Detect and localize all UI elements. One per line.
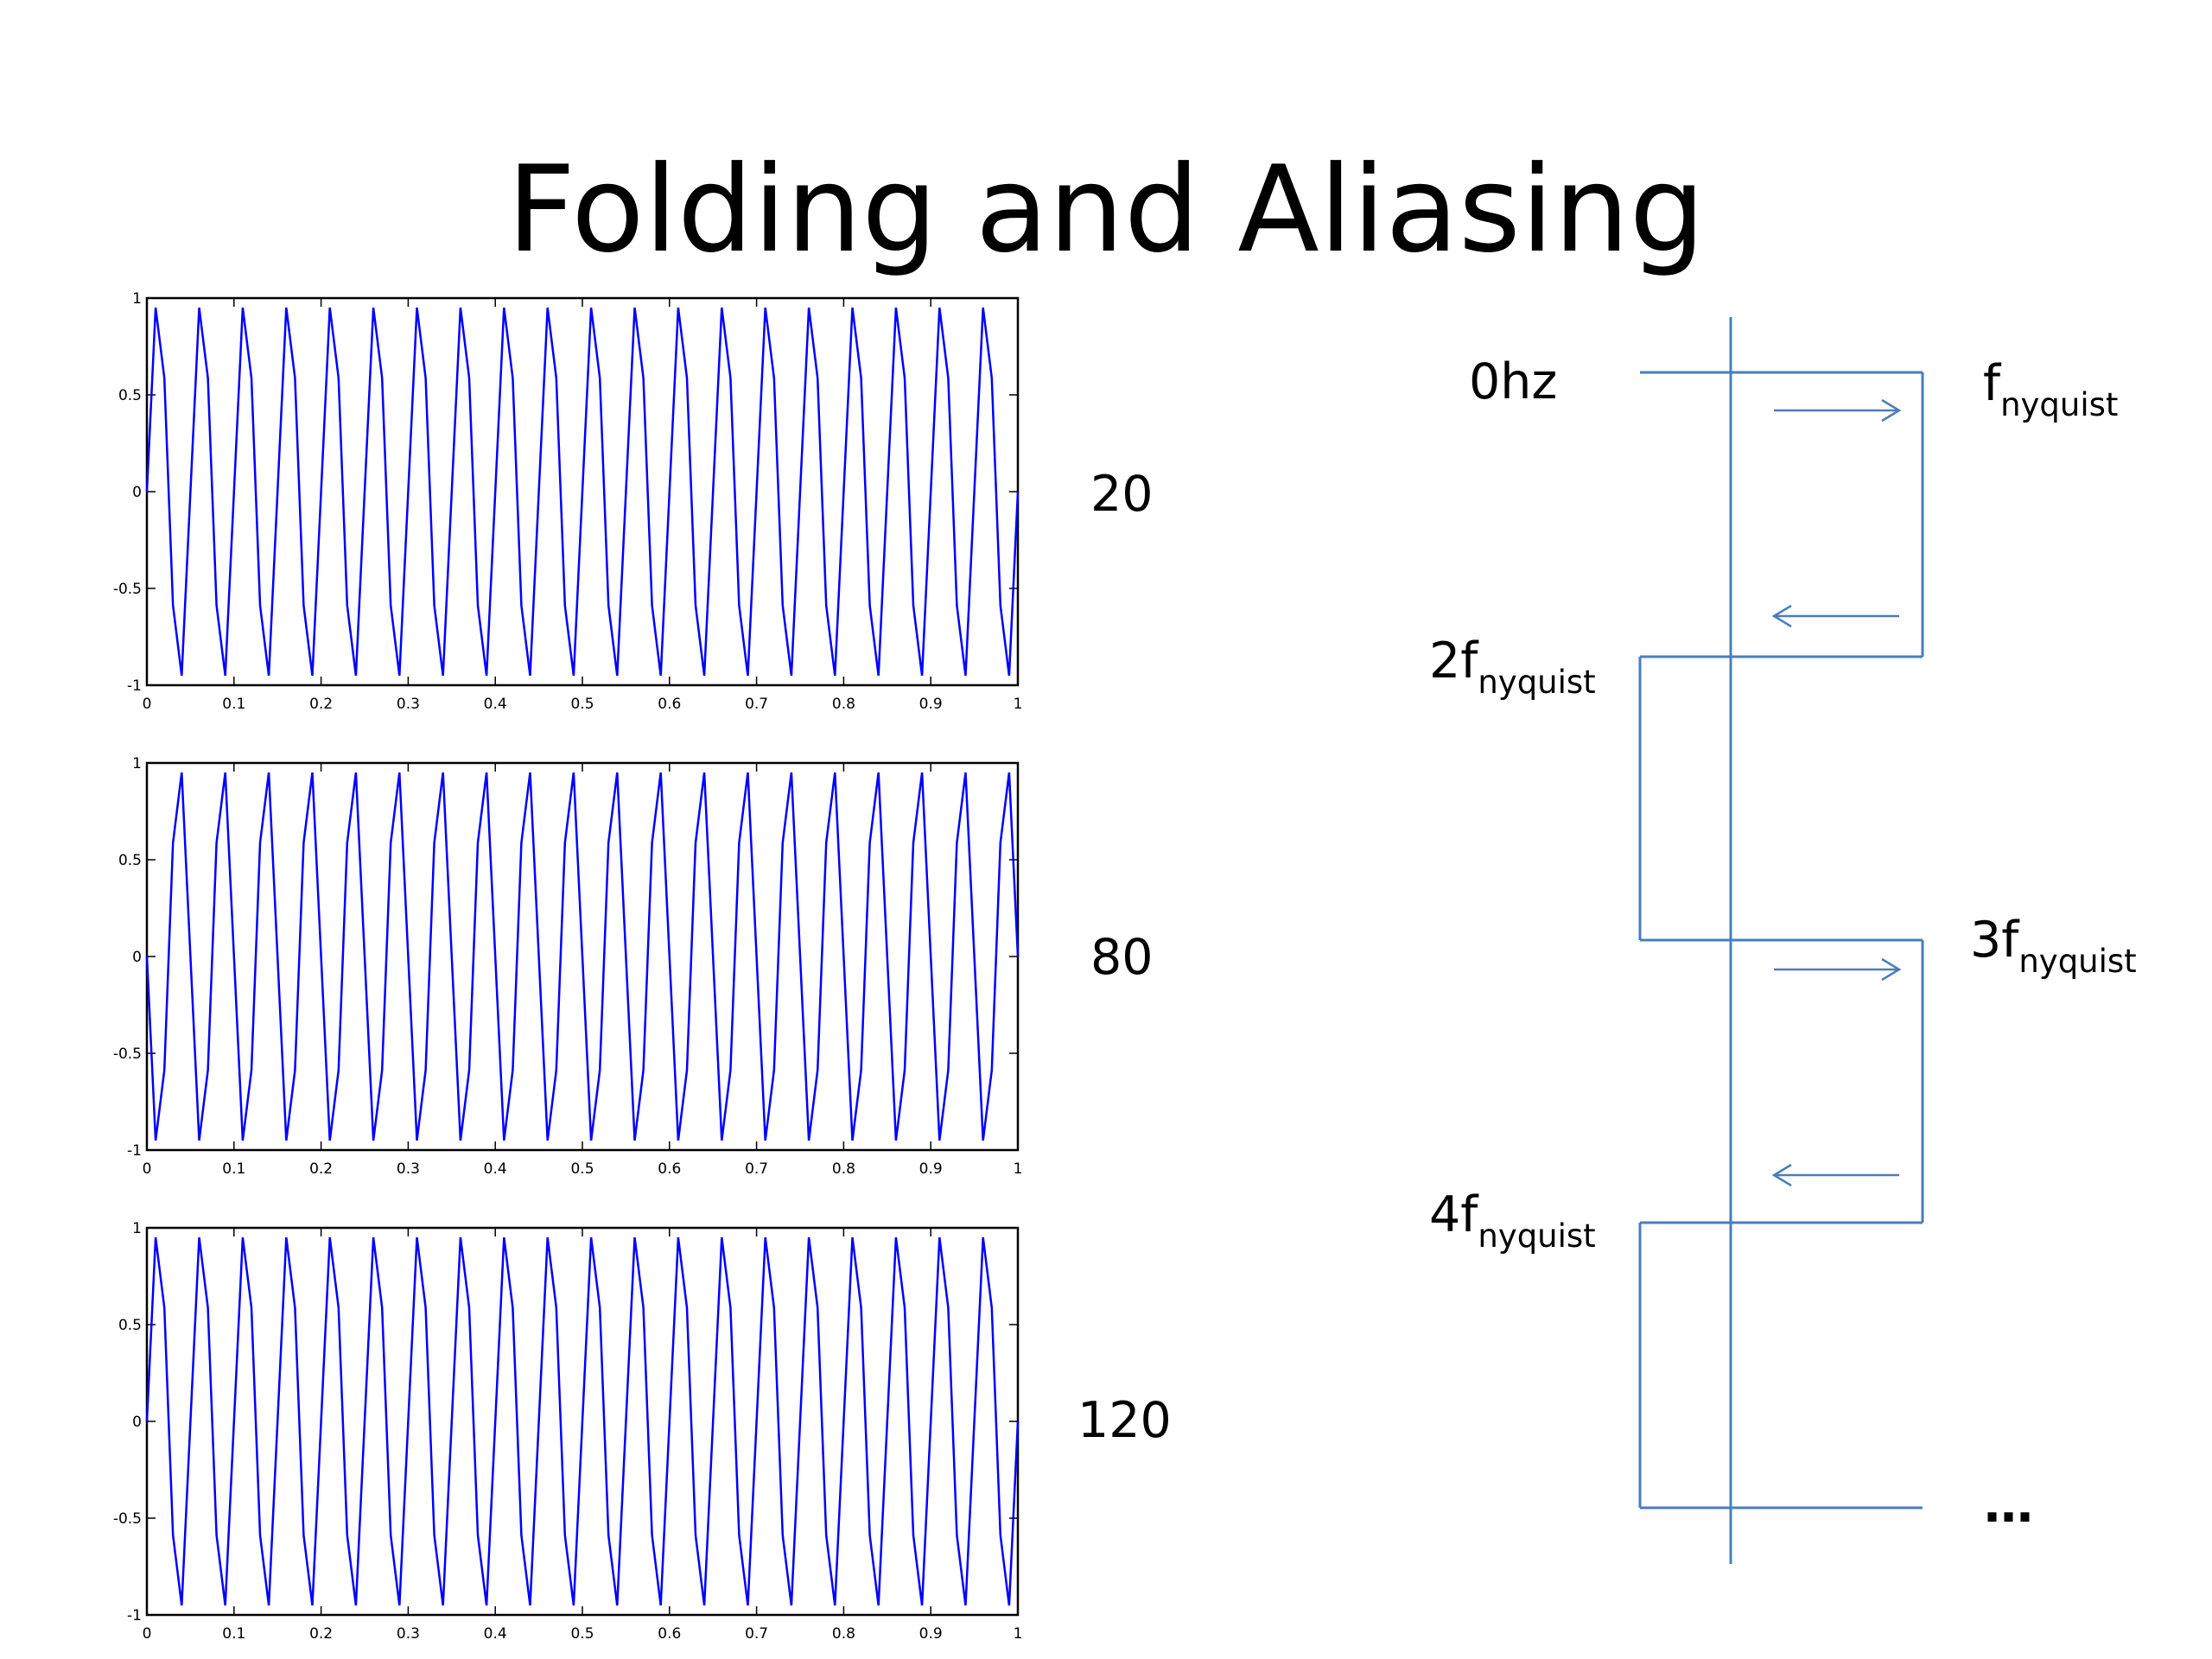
arrow-head bbox=[1771, 604, 1792, 628]
label-0hz: 0hz bbox=[1469, 353, 1558, 410]
label-4f-nyquist: 4fnyquist bbox=[1429, 1186, 1596, 1255]
slide-title: Folding and Aliasing bbox=[506, 140, 1706, 279]
y-tick-label: 1 bbox=[132, 1220, 142, 1237]
y-tick-label: -1 bbox=[127, 677, 142, 695]
x-tick-label: 0.4 bbox=[484, 1160, 507, 1178]
y-tick-label: -1 bbox=[127, 1142, 142, 1160]
plot-frequency-label-120: 120 bbox=[1077, 1392, 1172, 1449]
x-tick-label: 0.8 bbox=[832, 1625, 855, 1643]
arrow-head bbox=[1881, 398, 1902, 423]
series-line bbox=[145, 772, 1020, 1141]
x-tick-label: 0.7 bbox=[745, 1160, 768, 1178]
x-tick-label: 0.2 bbox=[309, 696, 333, 713]
x-tick-label: 0.3 bbox=[397, 1625, 420, 1643]
x-tick-label: 0.9 bbox=[919, 1160, 943, 1178]
x-tick-label: 0.8 bbox=[832, 696, 855, 713]
x-tick-label: 0.9 bbox=[919, 1625, 943, 1643]
y-tick-label: 1 bbox=[132, 755, 142, 772]
y-tick-label: -0.5 bbox=[113, 1510, 142, 1528]
series-line bbox=[145, 307, 1020, 677]
x-tick-label: 0 bbox=[143, 1625, 152, 1643]
y-tick-label: 0 bbox=[132, 1414, 142, 1431]
y-tick-label: 0 bbox=[132, 949, 142, 966]
y-tick-label: -1 bbox=[127, 1607, 142, 1624]
label-3f-nyquist: 3fnyquist bbox=[1970, 912, 2137, 980]
y-tick-label: 0 bbox=[132, 484, 142, 501]
x-tick-label: 0.5 bbox=[570, 1160, 594, 1178]
label-f-nyquist: fnyquist bbox=[1983, 355, 2119, 423]
x-tick-label: 0.5 bbox=[570, 1625, 594, 1643]
waveform-plot-20: 0 0.1 0.2 0.3 0.4 0.5 0.6 0.7 0.8 0.9 1 1 0.5 0 -0.5 -1 bbox=[113, 290, 1023, 713]
arrow-right-icon bbox=[1774, 957, 1902, 982]
x-tick-label: 0.2 bbox=[309, 1160, 333, 1178]
x-tick-label: 0.9 bbox=[919, 696, 943, 713]
x-tick-label: 0.4 bbox=[484, 696, 507, 713]
arrow-head bbox=[1771, 1163, 1792, 1187]
y-tick-label: 1 bbox=[132, 290, 142, 308]
waveform-plots: 0 0.1 0.2 0.3 0.4 0.5 0.6 0.7 0.8 0.9 1 1 0.5 0 -0.5 -1… bbox=[113, 290, 1023, 1643]
folding-diagram bbox=[1638, 317, 1924, 1564]
x-tick-label: 0.1 bbox=[222, 696, 245, 713]
x-tick-label: 0.8 bbox=[832, 1160, 855, 1178]
arrow-right-icon bbox=[1774, 398, 1902, 423]
y-tick-label: 0.5 bbox=[118, 387, 142, 404]
y-tick-label: -0.5 bbox=[113, 1046, 142, 1063]
series-line bbox=[145, 1236, 1020, 1606]
x-tick-label: 0.5 bbox=[570, 696, 594, 713]
plot-frequency-label-80: 80 bbox=[1090, 929, 1154, 986]
x-tick-label: 0.4 bbox=[484, 1625, 507, 1643]
arrow-left-icon bbox=[1771, 604, 1899, 628]
x-tick-label: 0.3 bbox=[397, 1160, 420, 1178]
waveform-plot-80: 0 0.1 0.2 0.3 0.4 0.5 0.6 0.7 0.8 0.9 1 1 0.5 0 -0.5 -1 bbox=[113, 755, 1023, 1178]
x-tick-label: 0 bbox=[143, 1160, 152, 1178]
y-tick-label: -0.5 bbox=[113, 581, 142, 598]
x-tick-label: 0.6 bbox=[658, 1160, 681, 1178]
x-tick-label: 0.6 bbox=[658, 1625, 681, 1643]
arrow-head bbox=[1881, 957, 1902, 982]
plot-frequency-label-20: 20 bbox=[1090, 466, 1154, 523]
x-tick-label: 0 bbox=[143, 696, 152, 713]
ellipsis-continuation: … bbox=[1984, 1477, 2033, 1534]
waveform-plot-120: 0 0.1 0.2 0.3 0.4 0.5 0.6 0.7 0.8 0.9 1 1 0.5 0 -0.5 -1 bbox=[113, 1220, 1023, 1643]
y-tick-label: 0.5 bbox=[118, 1317, 142, 1334]
x-tick-label: 1 bbox=[1014, 1625, 1023, 1643]
x-tick-label: 0.6 bbox=[658, 696, 681, 713]
x-tick-label: 1 bbox=[1014, 696, 1023, 713]
x-tick-label: 0.1 bbox=[222, 1625, 245, 1643]
x-tick-label: 0.1 bbox=[222, 1160, 245, 1178]
y-tick-label: 0.5 bbox=[118, 852, 142, 869]
arrow-left-icon bbox=[1771, 1163, 1899, 1187]
x-tick-label: 0.2 bbox=[309, 1625, 333, 1643]
x-tick-label: 0.7 bbox=[745, 696, 768, 713]
label-2f-nyquist: 2fnyquist bbox=[1429, 632, 1596, 701]
x-tick-label: 1 bbox=[1014, 1160, 1023, 1178]
x-tick-label: 0.3 bbox=[397, 696, 420, 713]
x-tick-label: 0.7 bbox=[745, 1625, 768, 1643]
